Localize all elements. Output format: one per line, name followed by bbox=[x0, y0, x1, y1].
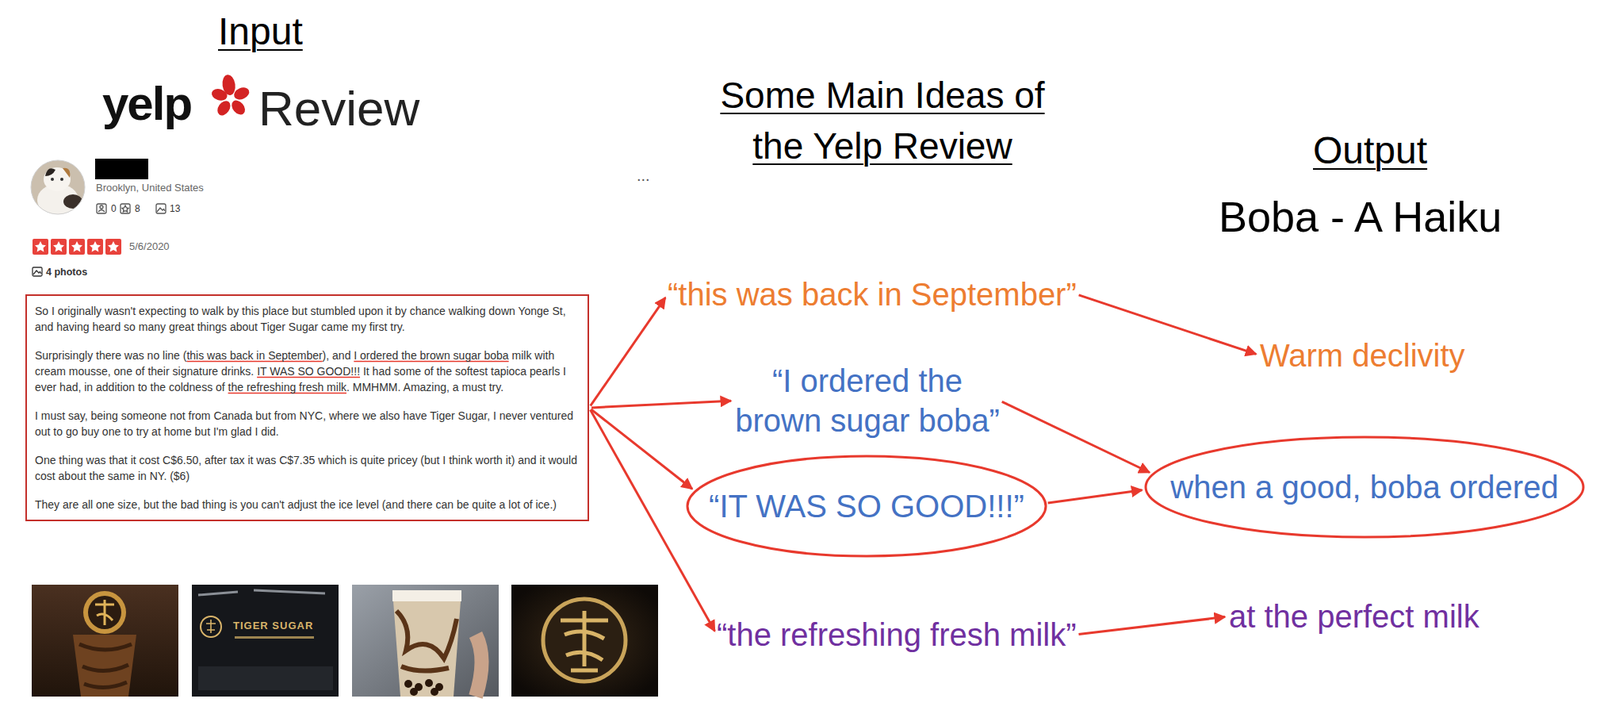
quote-ellipse: “IT WAS SO GOOD!!!” bbox=[685, 454, 1048, 558]
reviewer-location: Brooklyn, United States bbox=[95, 181, 204, 195]
text-stack: when a good, boba ordered bbox=[1170, 466, 1558, 507]
arrow-connector bbox=[591, 400, 732, 408]
column-heading: Output bbox=[1312, 127, 1428, 174]
yelp-wordmark: yelp bbox=[102, 80, 192, 128]
avatar bbox=[30, 160, 85, 216]
haiku-line: Warm declivity bbox=[1259, 335, 1466, 376]
node-text: Warm declivity bbox=[1259, 335, 1466, 376]
output-title: Boba - A Haiku bbox=[1218, 191, 1502, 243]
text-stack: “the refreshing fresh milk” bbox=[716, 614, 1076, 655]
stat-count: 13 bbox=[169, 202, 180, 215]
node-text: “this was back in September” bbox=[667, 274, 1077, 314]
haiku-ellipse: when a good, boba ordered bbox=[1144, 435, 1585, 539]
arrow-connector bbox=[1079, 294, 1257, 355]
stat-icons bbox=[96, 203, 166, 214]
text-stack: “this was back in September” bbox=[667, 274, 1077, 314]
quote-text: “this was back in September” bbox=[667, 274, 1077, 314]
arrow-connector bbox=[1079, 616, 1226, 635]
photo-drink-front bbox=[31, 584, 179, 697]
sign-text: TIGER SUGAR bbox=[233, 619, 314, 632]
node-text: “I ordered the brown sugar boba” bbox=[734, 360, 1000, 441]
text-stack: “I ordered the brown sugar boba” bbox=[734, 360, 1000, 441]
quote-text: “I ordered the brown sugar boba” bbox=[734, 360, 1000, 441]
stat-count: 0 bbox=[111, 202, 117, 215]
ellipse-text: “IT WAS SO GOOD!!!” bbox=[708, 486, 1025, 526]
logo-caption: Review bbox=[258, 82, 420, 135]
review-box: So I originally wasn't expecting to walk… bbox=[25, 294, 590, 521]
review-paragraph: They are all one size, but the bad thing… bbox=[34, 496, 580, 513]
review-paragraph: One thing was that it cost C$6.50, after… bbox=[34, 451, 580, 484]
review-date: 5/6/2020 bbox=[129, 240, 170, 253]
ellipsis: ... bbox=[636, 165, 651, 185]
ellipse-text: when a good, boba ordered bbox=[1170, 466, 1558, 507]
photo-tiger-emblem bbox=[511, 584, 659, 697]
stat-count: 8 bbox=[134, 202, 141, 215]
arrow-connector bbox=[1002, 401, 1150, 472]
column-heading: Input bbox=[218, 8, 303, 55]
node-text: at the perfect milk bbox=[1228, 596, 1480, 636]
avatar-ring bbox=[30, 160, 85, 215]
photo-drink-hand bbox=[352, 584, 499, 697]
ellipse-shape bbox=[687, 455, 1046, 556]
column-heading: Some Main Ideas of the Yelp Review bbox=[696, 69, 1069, 172]
yelp-burst bbox=[210, 73, 252, 118]
quote-text: “the refreshing fresh milk” bbox=[716, 614, 1076, 655]
ellipse-shape bbox=[1145, 436, 1584, 537]
star-rating bbox=[32, 238, 122, 255]
haiku-line: at the perfect milk bbox=[1228, 596, 1480, 636]
redacted-name bbox=[95, 158, 149, 180]
photos-icon bbox=[32, 267, 43, 276]
review-paragraph: So I originally wasn't expecting to walk… bbox=[34, 302, 580, 335]
photo-count: 4 photos bbox=[45, 266, 88, 279]
arrow-connector bbox=[590, 409, 693, 489]
photo-store-sign bbox=[191, 584, 339, 697]
review-paragraph: I must say, being someone not from Canad… bbox=[34, 407, 580, 440]
arrow-connector bbox=[590, 297, 667, 406]
text-stack: at the perfect milk bbox=[1228, 596, 1480, 636]
text-stack: Warm declivity bbox=[1259, 335, 1466, 376]
text-stack: “IT WAS SO GOOD!!!” bbox=[708, 486, 1025, 526]
arrow-connector bbox=[1048, 489, 1143, 503]
node-text: “the refreshing fresh milk” bbox=[716, 614, 1076, 655]
review-paragraph: Surprisingly there was no line (this was… bbox=[34, 347, 580, 395]
